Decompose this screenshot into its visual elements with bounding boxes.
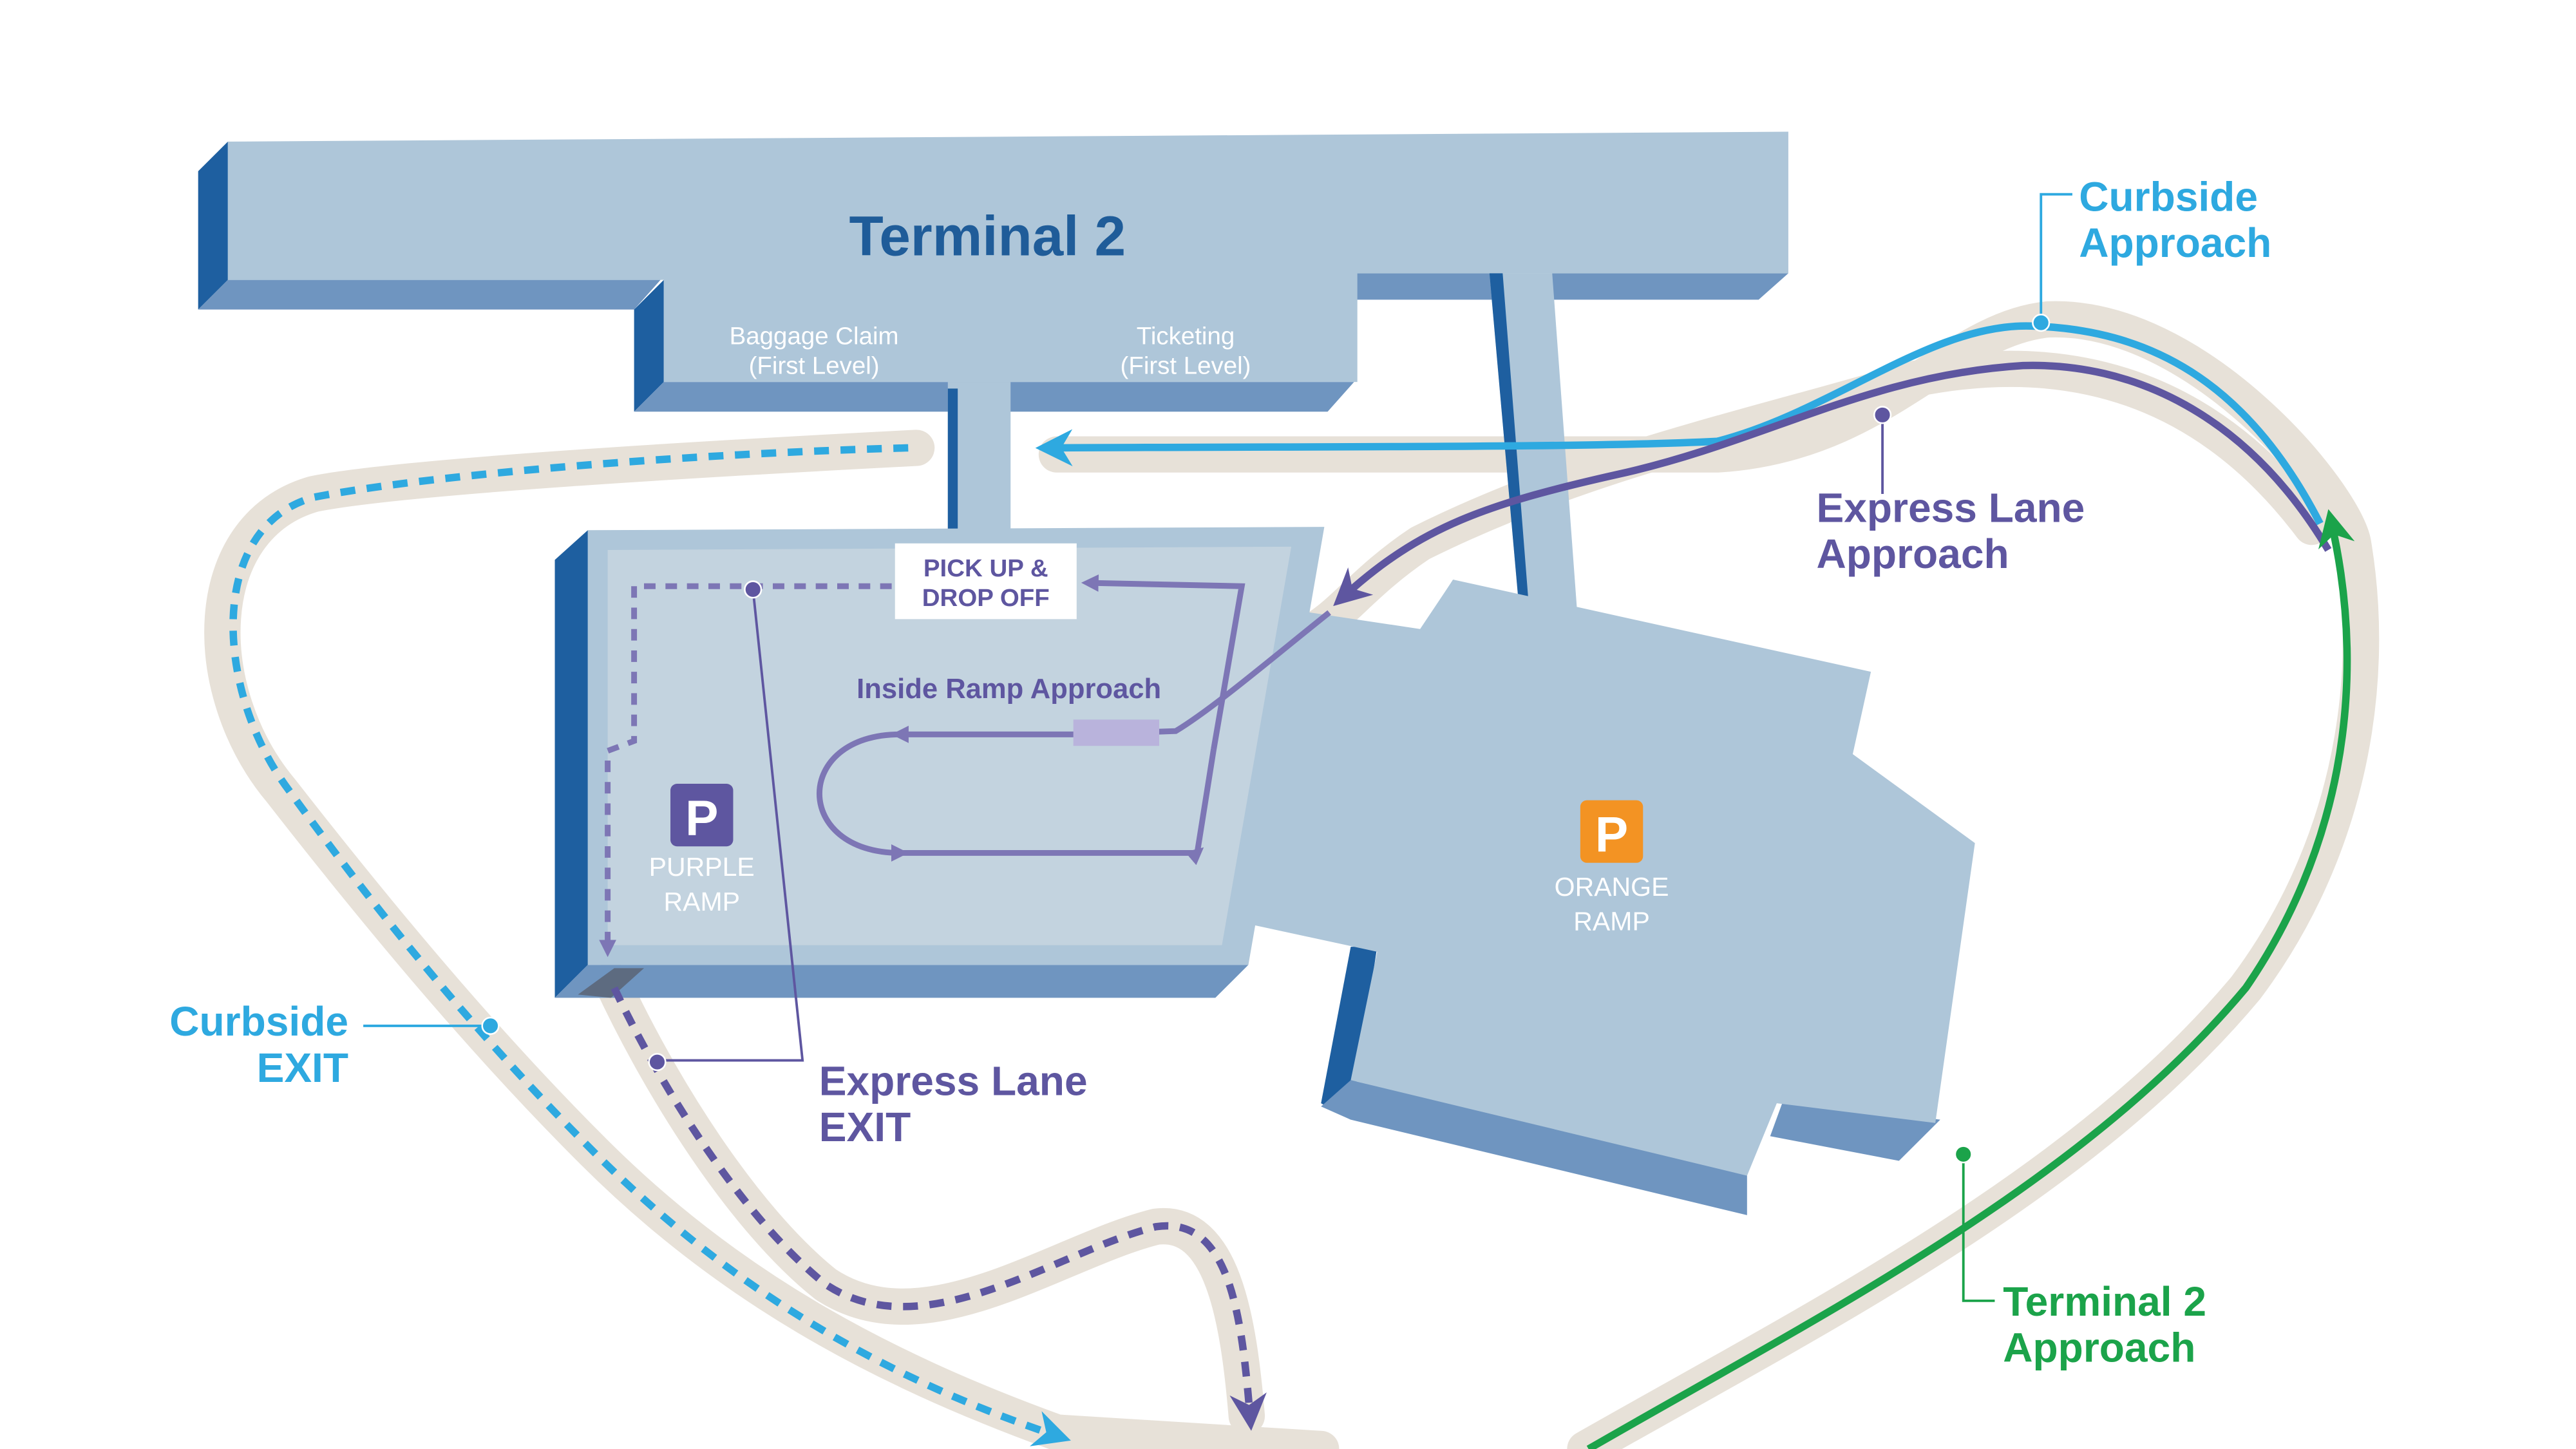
terminal-side-left <box>198 141 228 310</box>
terminal-title: Terminal 2 <box>849 205 1126 267</box>
walkway-left <box>947 382 1011 544</box>
terminal-bottom-left <box>198 279 661 310</box>
pickup-label-line1: PICK UP & <box>923 554 1048 582</box>
leader-dots <box>481 314 2050 1164</box>
orange-ramp-shadow-side <box>1321 947 1378 1120</box>
pickup-box <box>895 543 1077 620</box>
ticketing-label: Ticketing <box>1137 322 1235 350</box>
purple-parking-letter: P <box>685 790 718 846</box>
leader-express-exit <box>657 589 804 1062</box>
inside-ramp-up <box>1081 574 1245 750</box>
express-approach-label-1: Express Lane <box>1817 485 2085 531</box>
curbside-approach-label-1: Curbside <box>2079 173 2258 220</box>
dot-express-approach <box>1873 406 1892 424</box>
inside-ramp-gate <box>1073 719 1159 746</box>
purple-ramp-bottom <box>554 965 1249 998</box>
terminal2-approach-label-2: Approach <box>2003 1325 2195 1371</box>
inside-ramp-entry <box>1081 610 1331 737</box>
inside-ramp-route <box>599 574 1331 958</box>
walkway-left-side <box>947 388 958 544</box>
curbside-route <box>229 322 2324 1446</box>
terminal-top <box>227 131 1788 383</box>
express-route <box>611 361 2332 1431</box>
inside-ramp-dash <box>599 583 892 958</box>
walkways <box>947 273 1577 610</box>
leader-lines <box>363 193 2072 1302</box>
dot-curbside-exit <box>481 1016 500 1035</box>
purple-ramp-side <box>554 530 588 998</box>
express-exit-line <box>611 986 1267 1431</box>
leader-curbside-approach <box>2040 193 2072 323</box>
curbside-exit-line <box>229 444 1071 1446</box>
terminal2-approach-route <box>1586 509 2355 1449</box>
orange-ramp-label-line2: RAMP <box>1573 907 1649 936</box>
road-express-exit <box>592 961 1265 1434</box>
dot-express-exit-start <box>744 580 762 599</box>
curbside-approach-line <box>1035 322 2324 526</box>
walkway-right <box>1489 273 1577 610</box>
orange-ramp-building <box>1255 580 1975 1215</box>
purple-ramp-exit-gate <box>578 968 644 998</box>
curbside-exit-label-1: Curbside <box>169 998 348 1045</box>
orange-ramp-top <box>1255 580 1975 1176</box>
express-approach-line <box>1333 361 2332 607</box>
walkway-right-side <box>1489 273 1530 610</box>
dot-curbside-approach <box>2032 314 2050 332</box>
terminal2-approach-line <box>1586 509 2355 1449</box>
terminal2-approach-label-1: Terminal 2 <box>2003 1278 2206 1325</box>
inside-ramp-loop <box>817 725 1217 866</box>
curbside-exit-label-2: EXIT <box>257 1045 348 1091</box>
inside-ramp-label: Inside Ramp Approach <box>857 674 1161 705</box>
leader-terminal2-approach <box>1962 1154 1995 1302</box>
terminal-bottom-right <box>1354 273 1788 300</box>
express-approach-label-2: Approach <box>1817 531 2009 577</box>
dot-terminal2-approach <box>1954 1145 1973 1164</box>
orange-ramp-bottom <box>1321 1080 1747 1215</box>
terminal-side-wing <box>634 279 664 412</box>
baggage-claim-label: Baggage Claim <box>730 322 899 350</box>
purple-parking-icon <box>670 784 734 847</box>
baggage-claim-level: (First Level) <box>749 352 880 379</box>
orange-ramp-label-line1: ORANGE <box>1555 872 1669 902</box>
orange-parking-icon <box>1580 800 1643 863</box>
express-exit-label-2: EXIT <box>819 1104 911 1150</box>
purple-ramp-label-line1: PURPLE <box>649 852 755 882</box>
curbside-approach-label-2: Approach <box>2079 220 2271 266</box>
ticketing-level: (First Level) <box>1121 352 1251 379</box>
express-exit-label-1: Express Lane <box>819 1057 1088 1104</box>
orange-parking-letter: P <box>1595 807 1628 862</box>
pickup-label-line2: DROP OFF <box>922 584 1050 612</box>
purple-ramp-label-line2: RAMP <box>663 887 739 916</box>
terminal-building <box>198 131 1788 412</box>
dot-express-exit <box>648 1053 667 1072</box>
